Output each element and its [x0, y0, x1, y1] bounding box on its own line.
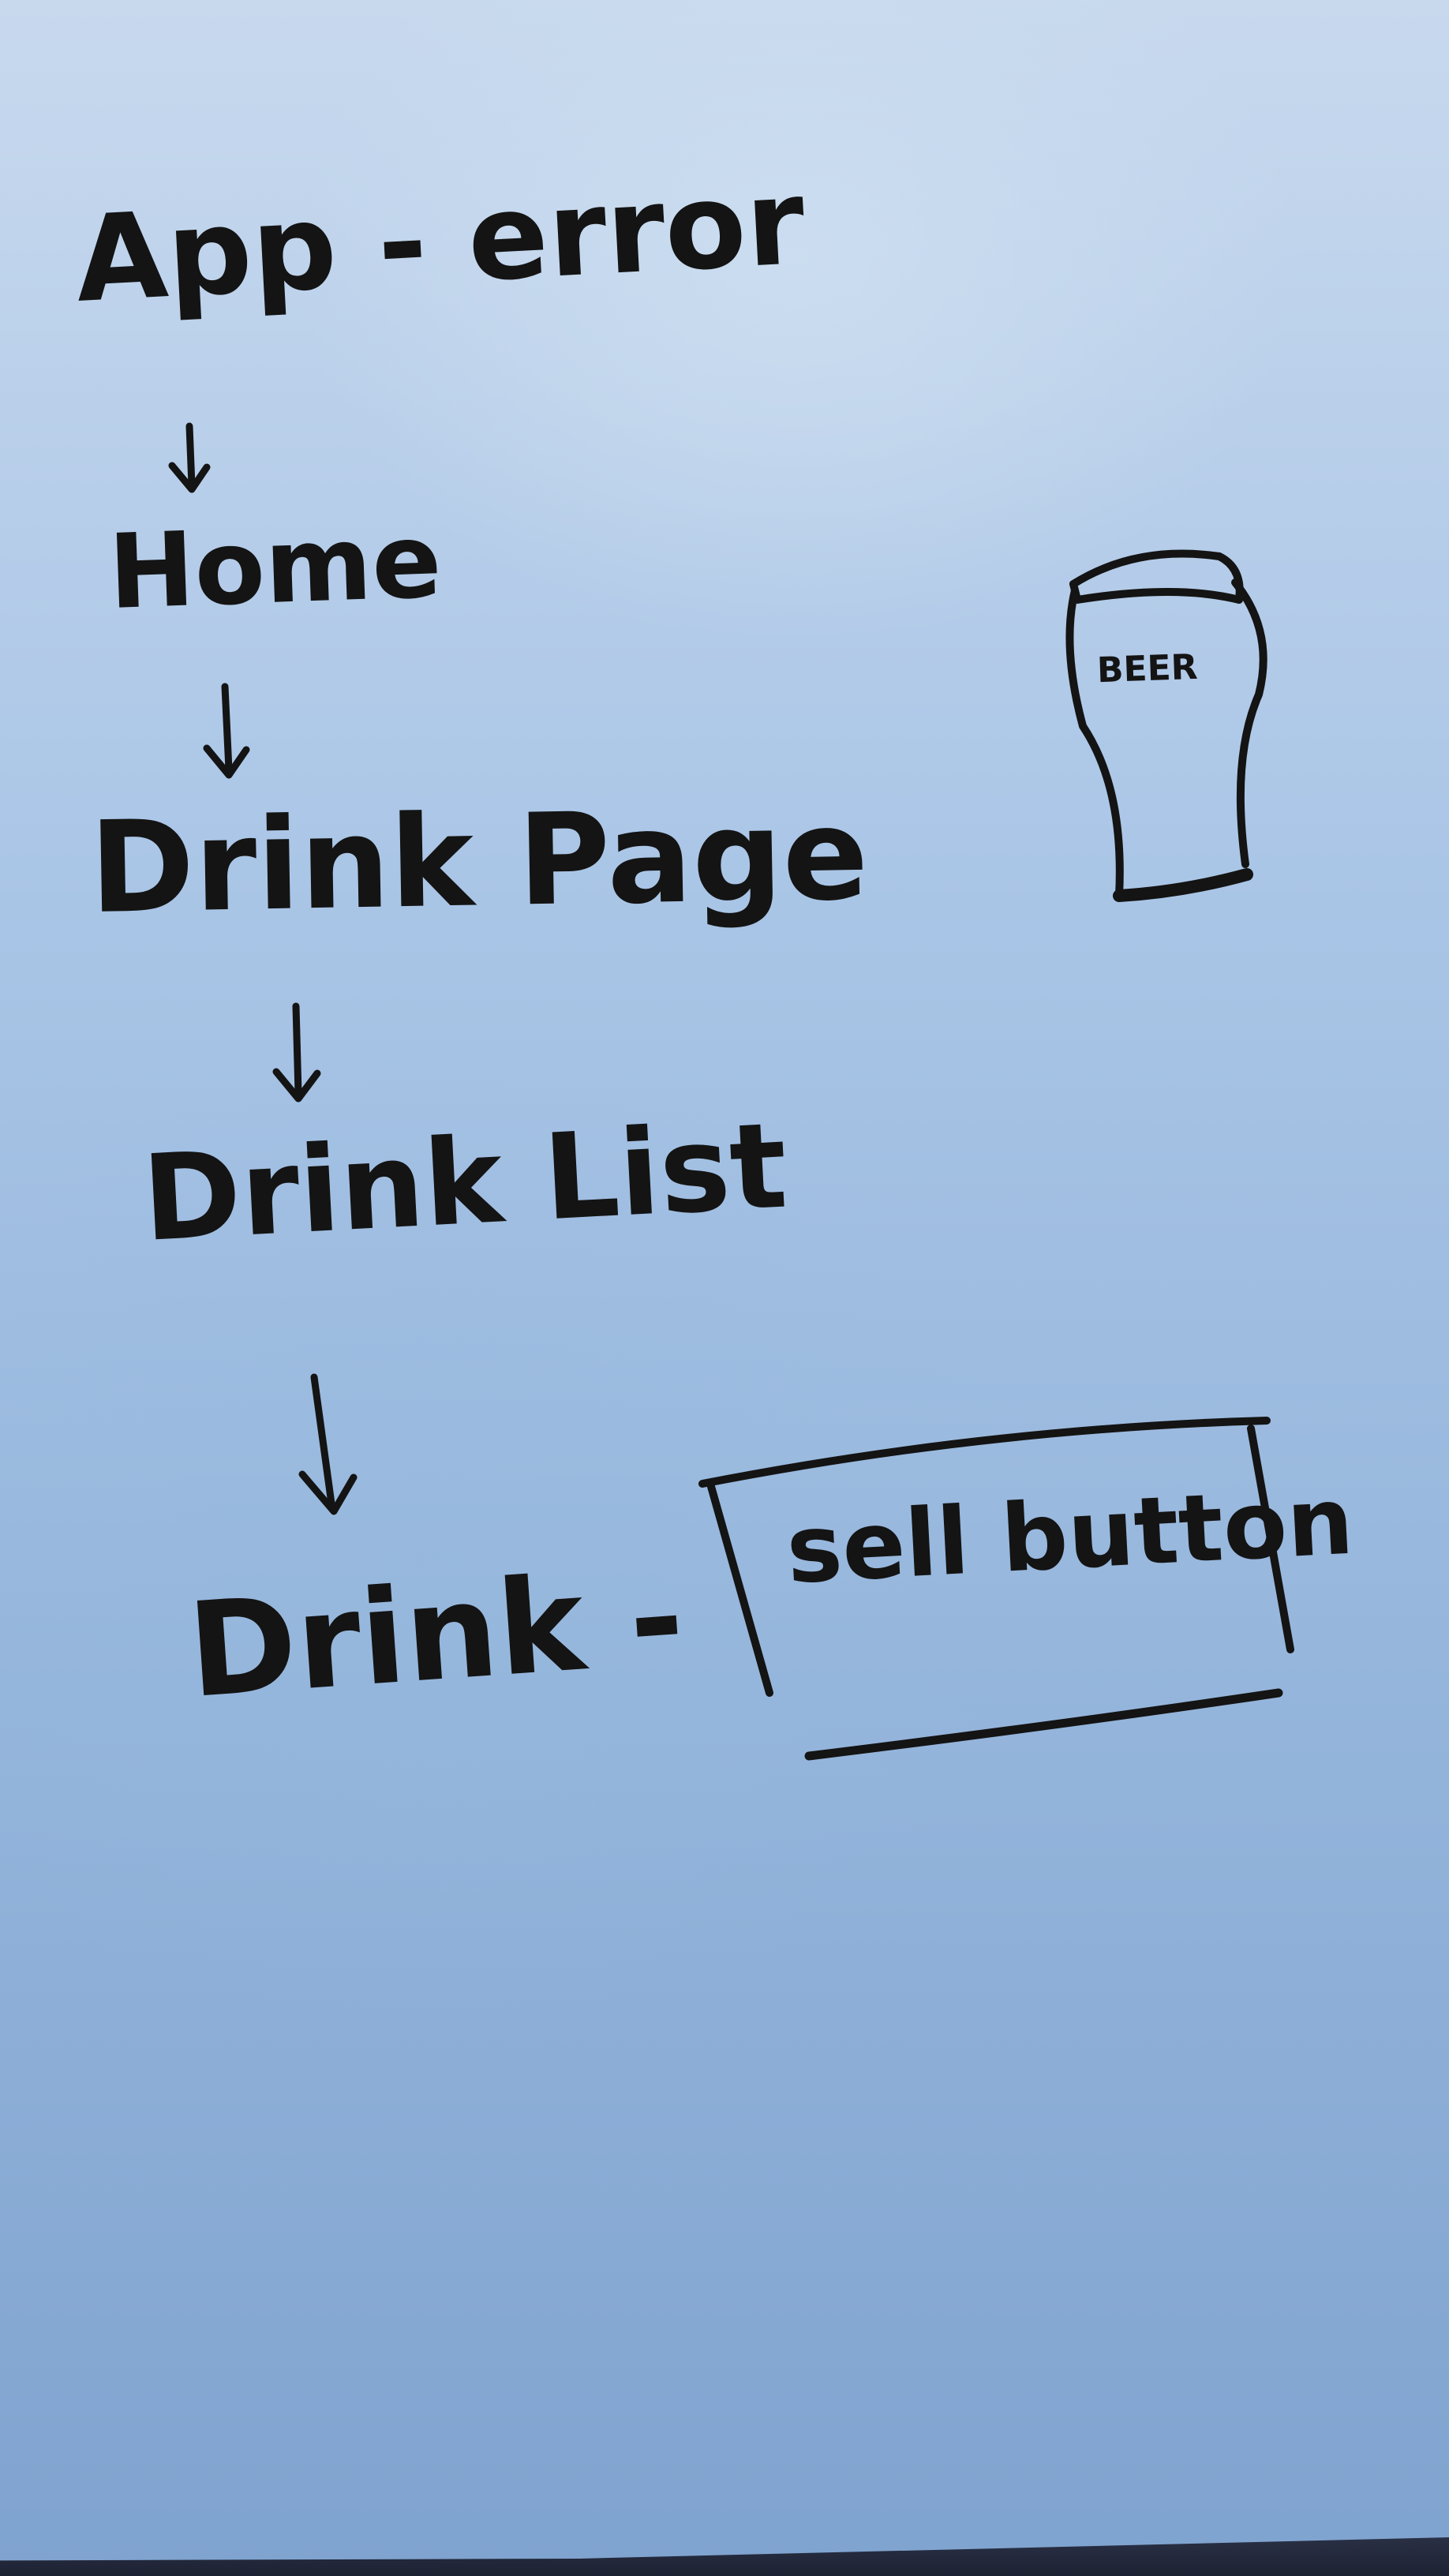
sell-button-box [698, 1417, 1294, 1761]
sell-button-label: sell button [784, 1466, 1357, 1604]
arrow-home-to-drink-page [203, 683, 250, 779]
beer-glass-label: BEER [1096, 646, 1199, 691]
arrow-app-to-home [168, 422, 211, 493]
arrow-drink-page-to-drink-list [272, 1002, 321, 1103]
arrow-drink-list-to-drink [298, 1373, 358, 1515]
beer-glass-icon [1065, 549, 1267, 902]
